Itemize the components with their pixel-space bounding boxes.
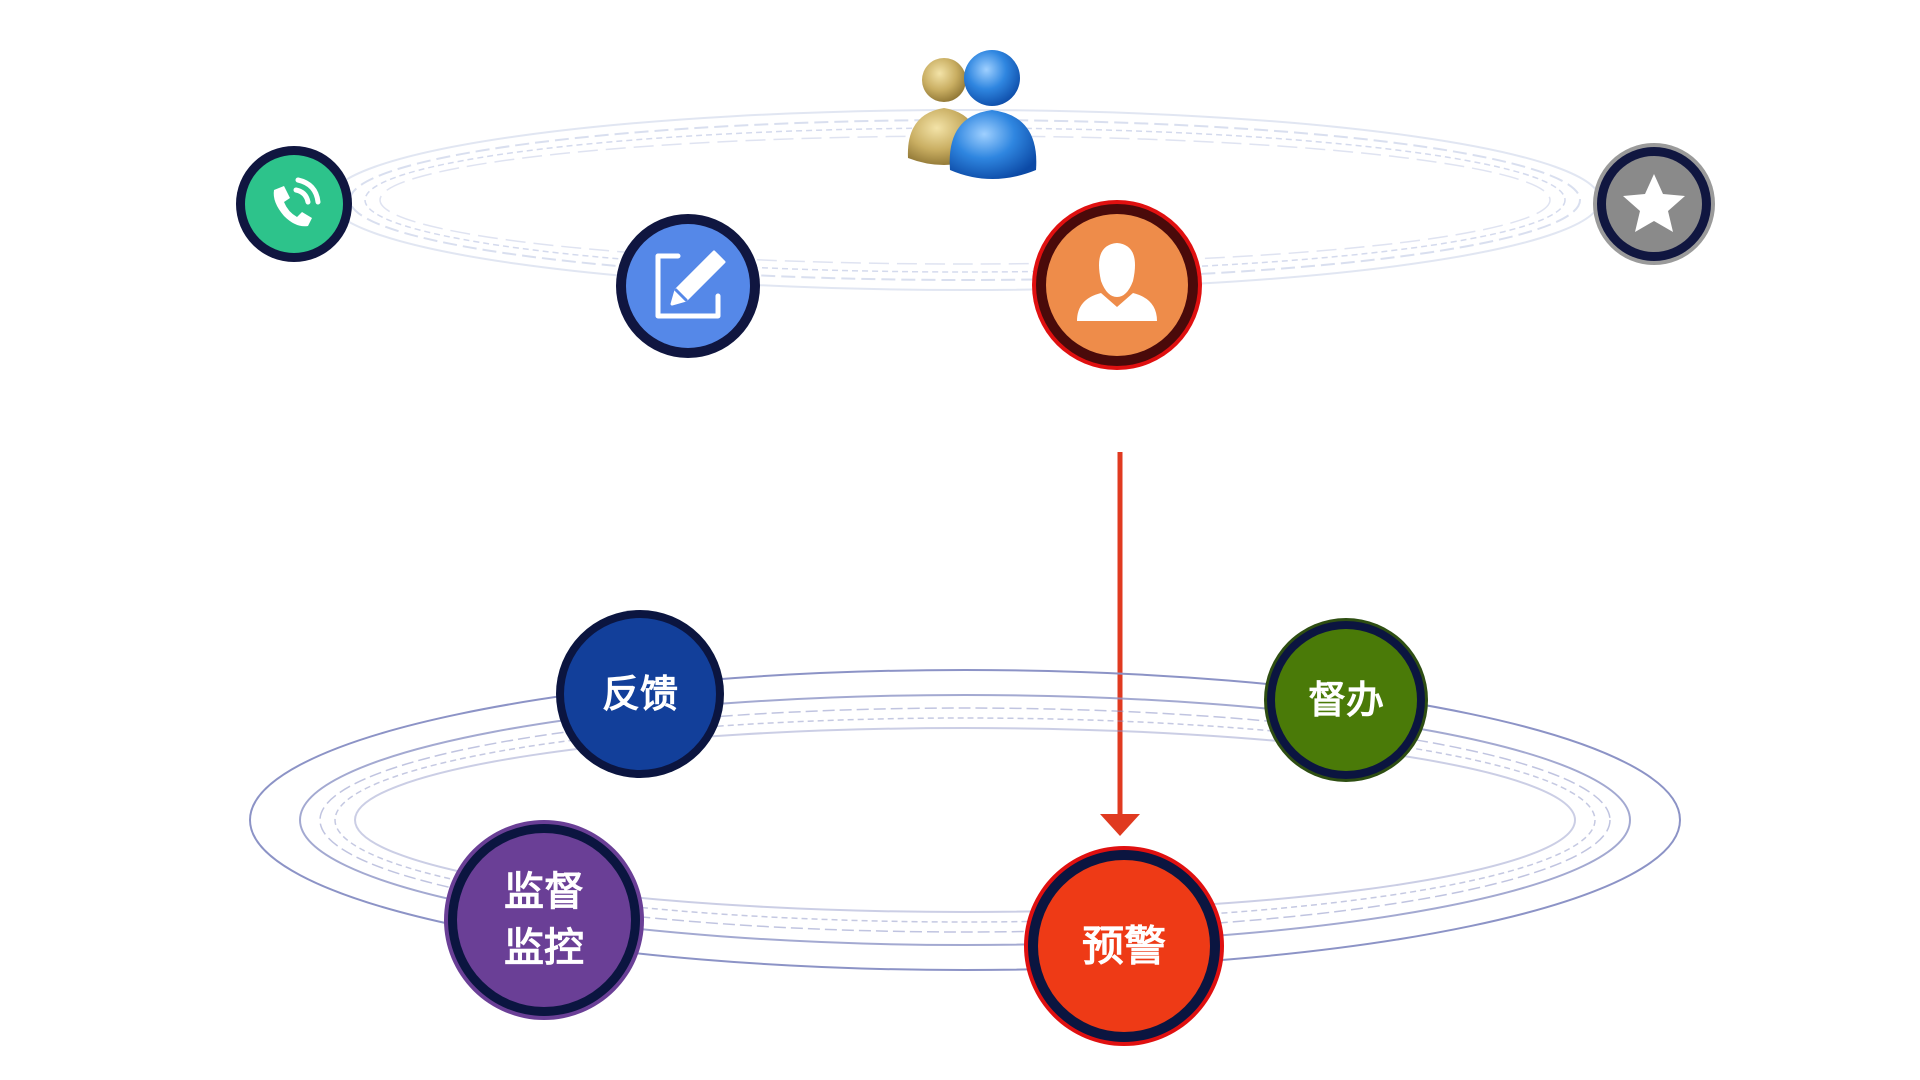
star-icon xyxy=(1623,174,1685,232)
bottom-orbit-ring xyxy=(354,727,1576,913)
feedback-node[interactable]: 反馈 xyxy=(556,610,724,778)
users-group-icon xyxy=(907,50,1037,179)
feedback-label: 反馈 xyxy=(602,672,678,716)
feedback-node-fill xyxy=(564,618,716,770)
monitor-node-fill xyxy=(457,833,631,1007)
flow-arrow xyxy=(1100,452,1140,836)
user-back-head xyxy=(922,58,966,102)
bottom-orbit-ring xyxy=(249,669,1681,971)
bottom-orbit xyxy=(249,669,1681,971)
bottom-orbit-ring xyxy=(319,707,1611,933)
warning-label: 预警 xyxy=(1082,922,1166,971)
monitor-label-line2: 监控 xyxy=(504,925,584,971)
bottom-orbit-ring xyxy=(334,717,1596,923)
edit-node[interactable] xyxy=(616,214,760,358)
monitor-label-line1: 监督 xyxy=(504,869,584,915)
phone-icon xyxy=(273,177,321,227)
user-front-body xyxy=(949,110,1037,179)
top-orbit-ring xyxy=(379,135,1551,265)
supervise-node-fill xyxy=(1275,629,1417,771)
user-icon xyxy=(1077,243,1157,321)
supervise-node[interactable]: 督办 xyxy=(1264,618,1428,782)
user-front-head xyxy=(964,50,1020,106)
edit-icon xyxy=(655,250,726,319)
top-orbit-ring xyxy=(364,127,1566,273)
monitor-node[interactable]: 监督 监控 xyxy=(444,820,644,1020)
supervise-label: 督办 xyxy=(1308,678,1384,722)
star-node[interactable] xyxy=(1593,143,1715,265)
user-node[interactable] xyxy=(1032,200,1202,370)
warning-node-fill xyxy=(1038,860,1210,1032)
phone-node-fill xyxy=(245,155,343,253)
bottom-orbit-ring xyxy=(299,694,1631,946)
arrow-head xyxy=(1100,814,1140,836)
phone-node[interactable] xyxy=(236,146,352,262)
warning-node[interactable]: 预警 xyxy=(1024,846,1224,1046)
